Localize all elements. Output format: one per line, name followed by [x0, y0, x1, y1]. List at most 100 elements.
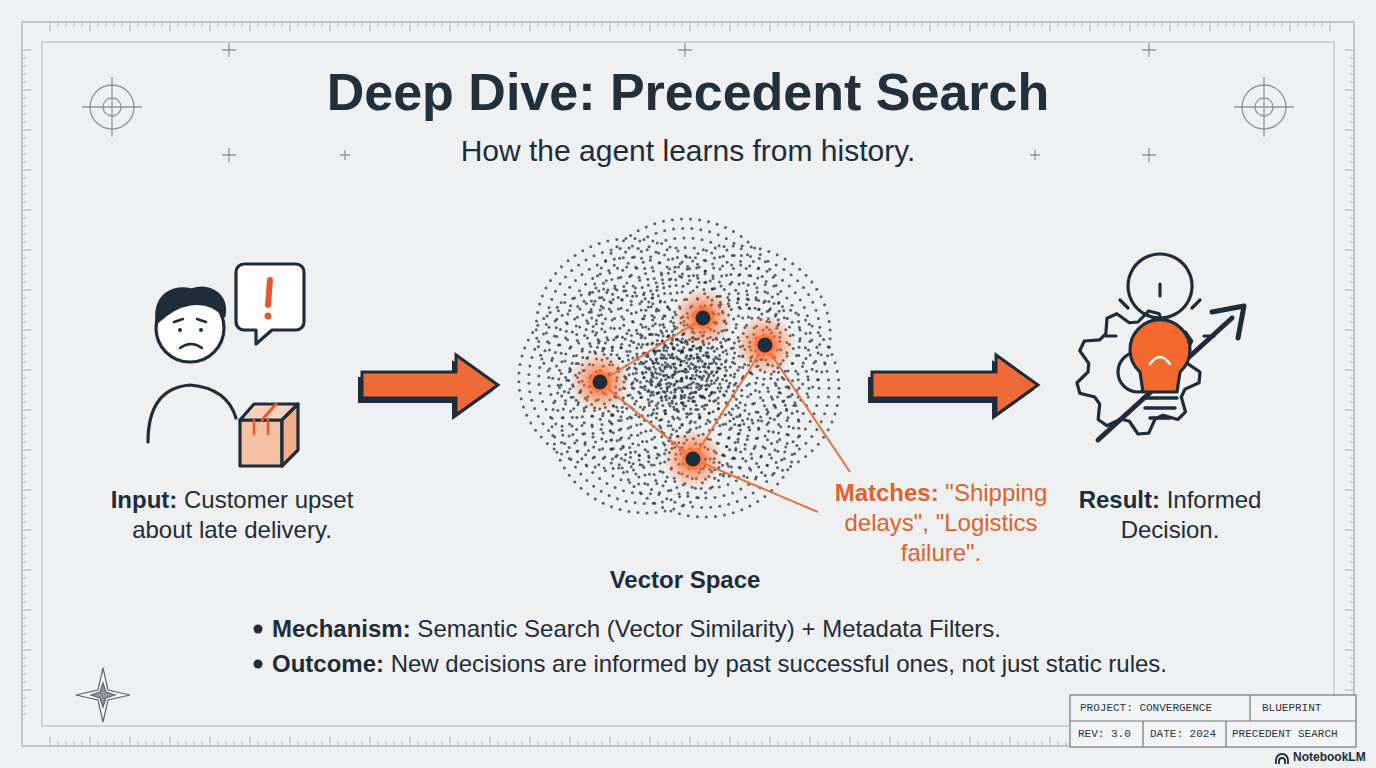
frame [930, 22, 931, 31]
frame [586, 742, 587, 746]
vector-space-cloud [559, 282, 562, 285]
customer-icon [148, 264, 304, 466]
vector-space-cloud [594, 440, 597, 443]
vector-space-cloud [809, 354, 812, 357]
registration-marks [111, 77, 112, 137]
vector-space-cloud [686, 495, 689, 498]
vector-space-cloud [722, 423, 725, 426]
frame [22, 386, 26, 387]
vector-space-cloud [640, 492, 643, 495]
vector-space-cloud [643, 267, 646, 270]
frame [906, 22, 907, 26]
vector-space-cloud [822, 338, 825, 341]
vector-space-cloud [597, 314, 600, 317]
vector-space-cloud [715, 379, 718, 382]
vector-space-cloud [561, 314, 564, 317]
vector-space-cloud [708, 411, 711, 414]
vector-space-cloud [661, 363, 664, 366]
vector-space-cloud [697, 388, 700, 391]
frame [722, 22, 723, 26]
vector-space-cloud [597, 463, 600, 466]
vector-space-cloud [718, 424, 721, 427]
vector-space-cloud [576, 450, 579, 453]
vector-space-cloud [793, 452, 796, 455]
vector-space-cloud [739, 488, 742, 491]
vector-space-cloud [569, 304, 572, 307]
vector-space-cloud [646, 497, 649, 500]
vector-space-cloud [776, 466, 779, 469]
vector-space-cloud [627, 478, 630, 481]
vector-space-cloud [538, 383, 541, 386]
frame [738, 742, 739, 746]
vector-space-cloud [636, 511, 639, 514]
vector-space-cloud [661, 506, 664, 509]
vector-space-cloud [826, 404, 829, 407]
frame [22, 98, 26, 99]
vector-space-cloud [546, 314, 549, 317]
vector-space-cloud [654, 446, 657, 449]
frame [1350, 442, 1354, 443]
vector-space-cloud [628, 446, 631, 449]
frame [370, 22, 371, 31]
vector-space-cloud [704, 491, 707, 494]
vector-space-cloud [536, 324, 539, 327]
frame [570, 737, 571, 746]
vector-space-cloud [818, 387, 821, 390]
vector-space-cloud [619, 247, 622, 250]
frame [754, 742, 755, 746]
vector-space-cloud [764, 447, 767, 450]
vector-space-cloud [585, 302, 588, 305]
frame [22, 642, 26, 643]
vector-space-cloud [647, 454, 650, 457]
vector-space-cloud [563, 442, 566, 445]
vector-space-cloud [776, 450, 779, 453]
vector-space-cloud [647, 398, 650, 401]
vector-space-cloud [804, 346, 807, 349]
vector-space-cloud [724, 413, 727, 416]
frame [1350, 594, 1354, 595]
frame [22, 202, 26, 203]
frame [1290, 22, 1291, 31]
frame [794, 22, 795, 26]
vector-space-cloud [836, 404, 839, 407]
vector-space-cloud [561, 433, 564, 436]
vector-space-cloud [677, 410, 680, 413]
vector-space-cloud [813, 412, 816, 415]
vector-space-cloud [822, 436, 825, 439]
vector-space-cloud [533, 348, 536, 351]
vector-space-cloud [568, 309, 571, 312]
vector-space-cloud [530, 399, 533, 402]
frame [746, 22, 747, 26]
frame [22, 514, 26, 515]
frame [1050, 737, 1051, 746]
vector-space-cloud [786, 468, 789, 471]
vector-space-cloud [817, 396, 820, 399]
frame [22, 178, 26, 179]
frame [22, 354, 26, 355]
vector-space-cloud [757, 419, 760, 422]
vector-space-cloud [581, 424, 584, 427]
vector-space-cloud [711, 485, 714, 488]
vector-space-cloud [631, 397, 634, 400]
frame [22, 498, 26, 499]
frame [22, 306, 26, 307]
frame [386, 742, 387, 746]
vector-space-cloud [639, 381, 642, 384]
vector-space-cloud [640, 396, 643, 399]
vector-space-cloud [767, 430, 770, 433]
vector-space-cloud [618, 327, 621, 330]
vector-space-cloud [802, 362, 805, 365]
frame [22, 690, 31, 691]
vector-space-cloud [768, 453, 771, 456]
vector-space-cloud [613, 258, 616, 261]
frame [22, 666, 26, 667]
vector-space-cloud [588, 311, 591, 314]
vector-space-cloud [792, 427, 795, 430]
frame [22, 258, 26, 259]
frame [402, 22, 403, 26]
vector-space-cloud [617, 419, 620, 422]
frame [1350, 58, 1354, 59]
frame [802, 742, 803, 746]
frame [802, 22, 803, 26]
vector-space-cloud [703, 397, 706, 400]
